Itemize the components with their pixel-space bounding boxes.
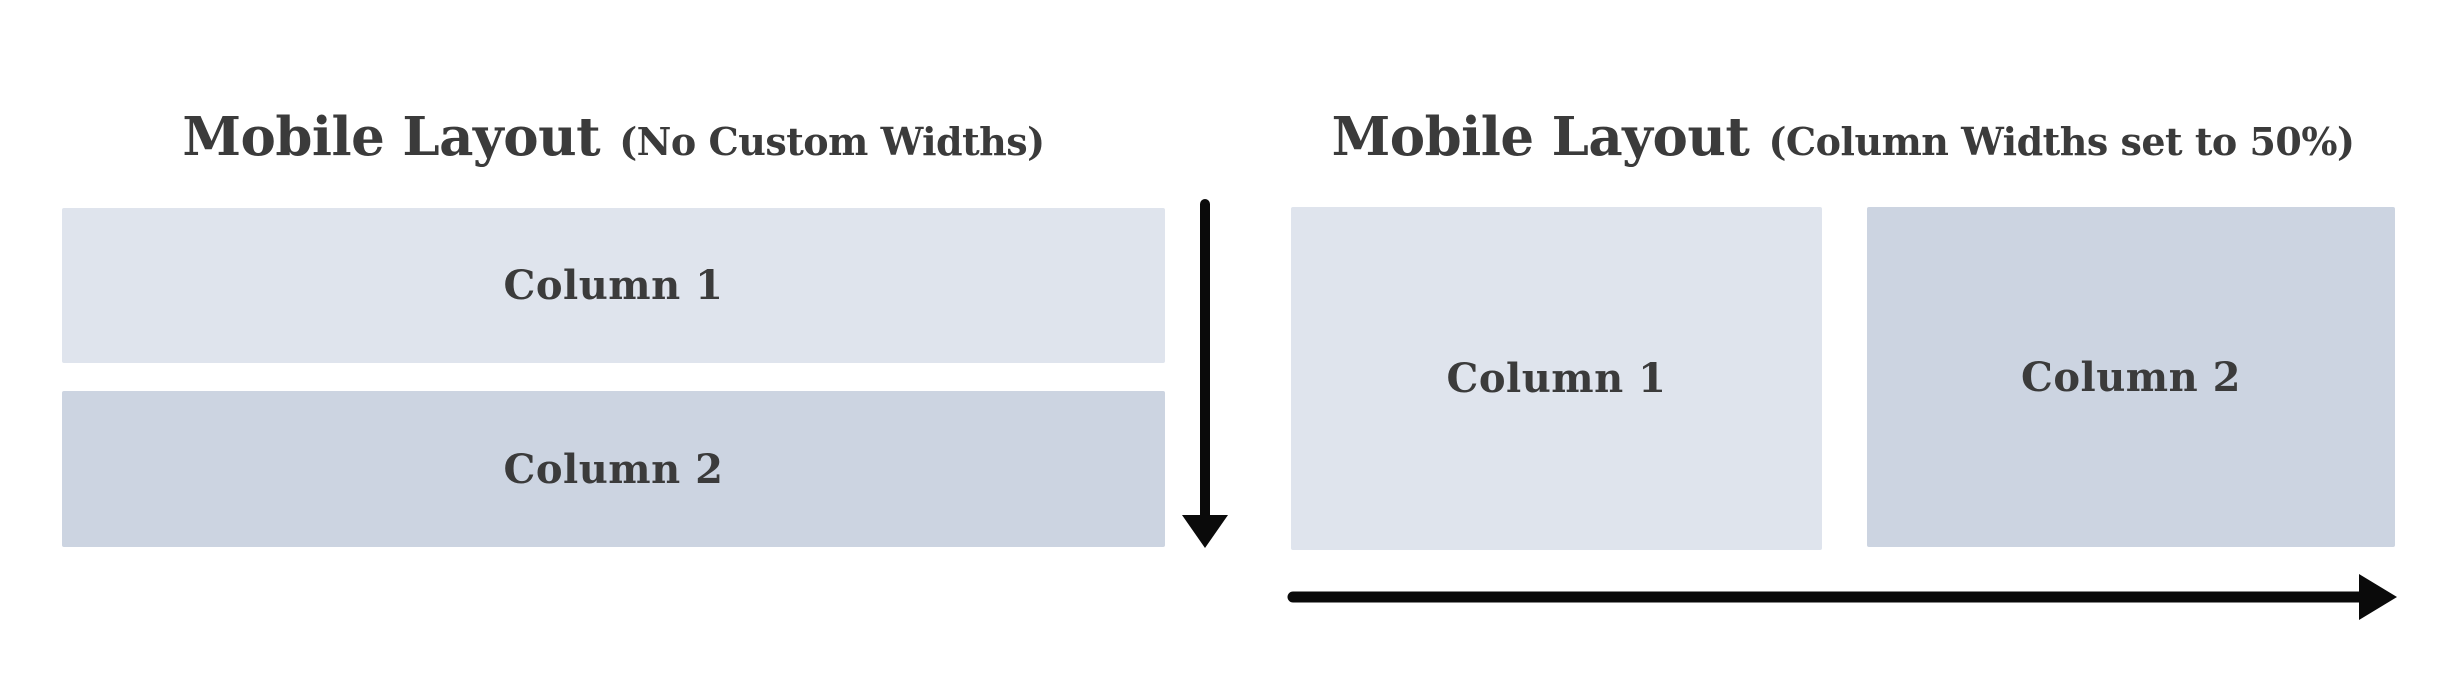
right-column-2-label: Column 2 xyxy=(2021,353,2241,401)
left-column-2-box: Column 2 xyxy=(62,391,1165,547)
right-column-1-label: Column 1 xyxy=(1446,355,1667,402)
left-column-2-label: Column 2 xyxy=(503,445,724,493)
left-title-main: Mobile Layout xyxy=(182,106,601,168)
right-column-1-box: Column 1 xyxy=(1291,207,1822,550)
right-title-note: (Column Widths set to 50%) xyxy=(1768,119,2355,164)
right-arrow-icon xyxy=(1287,574,2397,620)
down-arrow-icon xyxy=(1182,199,1228,548)
left-column-1-box: Column 1 xyxy=(62,208,1165,363)
right-section-title: Mobile Layout (Column Widths set to 50%) xyxy=(1291,104,2395,170)
left-section-title: Mobile Layout (No Custom Widths) xyxy=(62,104,1165,170)
left-column-1-label: Column 1 xyxy=(503,262,724,309)
left-title-note: (No Custom Widths) xyxy=(619,119,1045,164)
right-column-2-box: Column 2 xyxy=(1867,207,2395,547)
right-title-main: Mobile Layout xyxy=(1331,106,1750,168)
